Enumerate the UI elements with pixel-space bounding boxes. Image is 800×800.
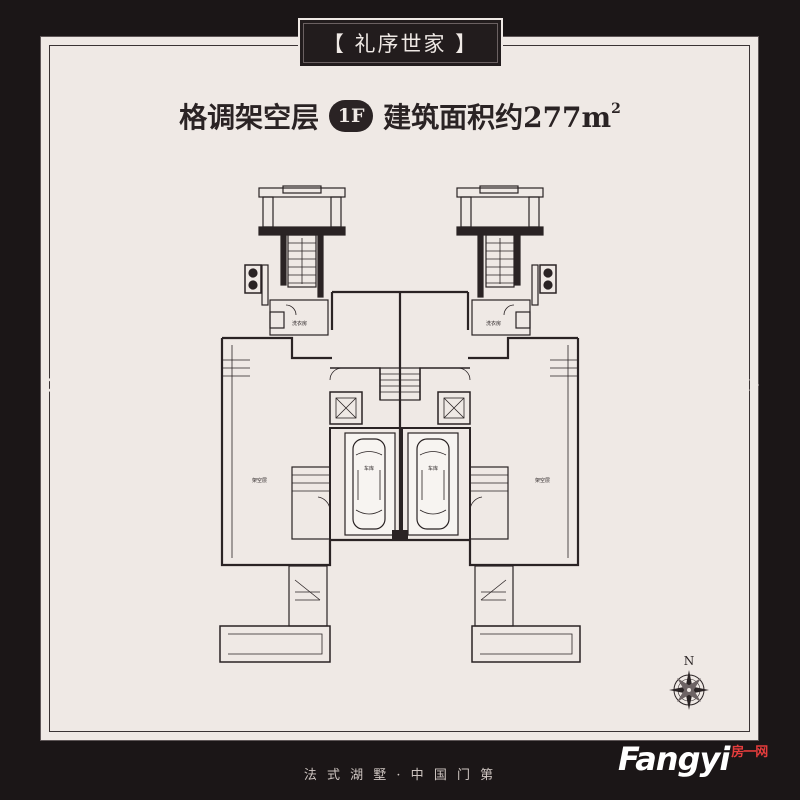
room-label-laundry-left: 洗衣房 [292,320,307,327]
room-label-open-right: 架空层 [535,477,550,484]
plan-right-half [399,185,581,663]
watermark-sub: 房一网 [731,745,768,760]
title-area-text: 建筑面积约277m [383,101,612,134]
watermark-brand: Fangyi [618,740,730,778]
title-area: 建筑面积约277m2 [383,96,621,136]
project-badge: 【 礼序世家 】 [298,18,503,68]
compass-rose-icon [669,670,709,710]
page-title: 格调架空层 1F 建筑面积约277m2 [0,98,800,134]
right-chevron-icon [749,378,759,392]
title-floor-name: 格调架空层 [179,101,320,134]
plan-left-half [219,185,403,663]
party-wall-door [392,530,408,540]
footer-slogan: 法 式 湖 墅 · 中 国 门 第 [303,768,497,783]
left-chevron-icon [41,378,51,392]
room-label-laundry-right: 洗衣房 [486,320,501,327]
title-area-unit-sup: 2 [611,101,621,117]
room-label-open-left: 架空层 [252,477,267,484]
room-label-garage-right: 车库 [428,465,438,472]
room-label-garage-left: 车库 [364,465,374,472]
compass-north-label: N [684,654,695,668]
floor-badge: 1F [329,100,374,132]
